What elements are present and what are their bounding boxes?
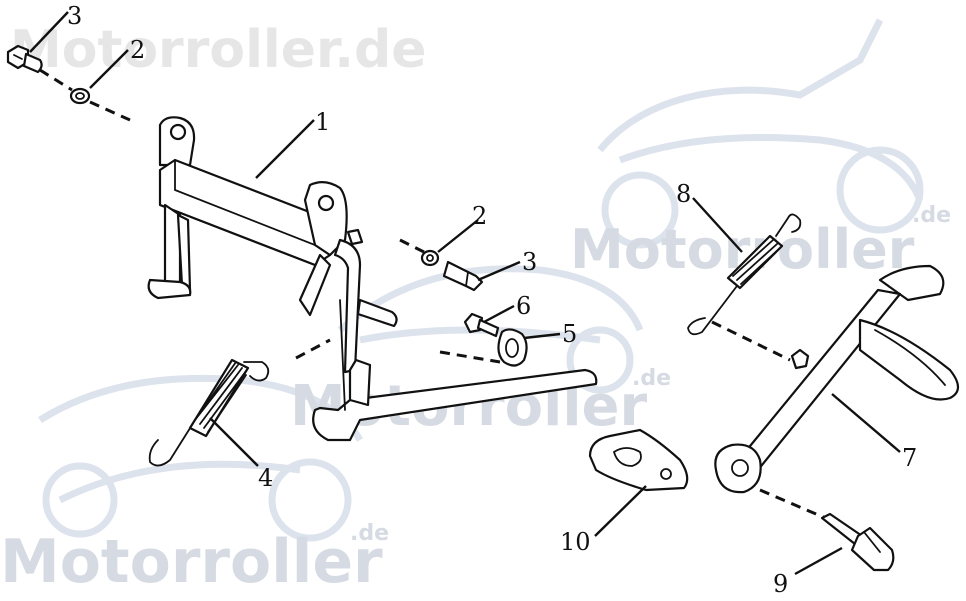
main-stand-part-1 bbox=[147, 116, 598, 442]
bolt-part-6 bbox=[463, 312, 500, 338]
dash-line-spring-left bbox=[295, 338, 331, 360]
side-stand-part-7 bbox=[714, 264, 960, 494]
dash-line-side-stand bbox=[759, 488, 831, 522]
dash-line-center-bottom bbox=[439, 350, 501, 364]
washer-part-2-center bbox=[420, 249, 440, 267]
callout-2-top-left: 2 bbox=[130, 36, 145, 64]
watermark-scooter-top-right bbox=[597, 18, 924, 249]
callout-4: 4 bbox=[258, 464, 273, 492]
bolt-part-3-left bbox=[6, 44, 43, 74]
watermark-suffix-bottom: .de bbox=[350, 521, 389, 546]
callout-8: 8 bbox=[676, 180, 691, 208]
pivot-bolt-part-9 bbox=[820, 512, 895, 572]
watermark-text-top: Motorroller.de bbox=[10, 20, 426, 80]
callout-10: 10 bbox=[560, 528, 591, 556]
watermark-suffix-right: .de bbox=[912, 203, 951, 228]
watermark-text-bottom: Motorroller bbox=[0, 527, 383, 597]
bushing-part-5 bbox=[497, 328, 528, 367]
watermark-suffix-middle: .de bbox=[632, 366, 671, 391]
bolt-part-3-center bbox=[442, 260, 484, 292]
dash-line-center-top bbox=[399, 238, 425, 254]
washer-part-2-left bbox=[69, 87, 91, 105]
spring-part-8 bbox=[687, 213, 802, 336]
callout-labels: 3 2 1 2 3 6 5 4 8 7 10 9 bbox=[67, 2, 917, 598]
leader-lines bbox=[29, 11, 901, 576]
dash-line-top-left bbox=[39, 68, 131, 122]
plate-part-10 bbox=[588, 428, 689, 492]
callout-3-center: 3 bbox=[522, 248, 537, 276]
callout-9: 9 bbox=[773, 570, 788, 598]
spring-part-4 bbox=[148, 358, 270, 467]
callout-5: 5 bbox=[562, 320, 577, 348]
callout-3-top-left: 3 bbox=[67, 2, 82, 30]
callout-1: 1 bbox=[315, 108, 330, 136]
callout-7: 7 bbox=[902, 444, 917, 472]
callout-2-center: 2 bbox=[472, 202, 487, 230]
dash-line-spring-right bbox=[711, 320, 791, 362]
callout-6: 6 bbox=[516, 292, 531, 320]
